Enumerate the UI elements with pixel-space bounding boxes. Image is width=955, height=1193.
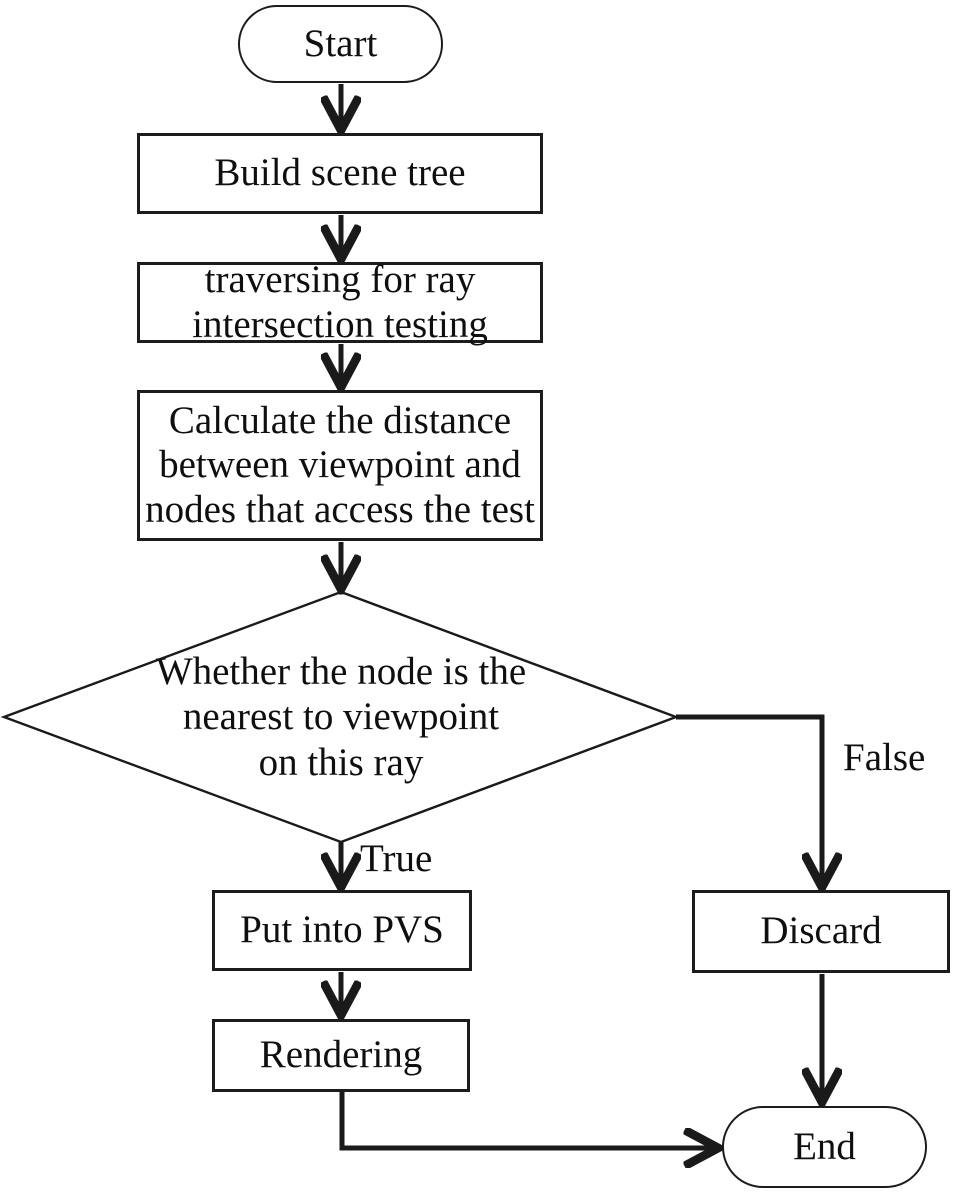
node-traversing-label: traversing for ray intersection testing bbox=[192, 258, 488, 346]
node-end: End bbox=[722, 1106, 927, 1188]
node-traversing: traversing for ray intersection testing bbox=[137, 258, 543, 346]
node-decision-nearest: Whether the node is the nearest to viewp… bbox=[91, 648, 591, 786]
node-decision-nearest-label: Whether the node is the nearest to viewp… bbox=[155, 649, 527, 784]
edge-rendering-to-end bbox=[339, 1092, 715, 1148]
branch-label-false: False bbox=[843, 736, 926, 779]
node-discard: Discard bbox=[692, 890, 950, 973]
node-calculate-distance-label: Calculate the distance between viewpoint… bbox=[145, 398, 535, 531]
node-build-scene-tree: Build scene tree bbox=[137, 133, 543, 214]
edge-decision-false-to-discard bbox=[676, 714, 822, 884]
node-put-into-pvs-label: Put into PVS bbox=[240, 908, 444, 952]
node-end-label: End bbox=[793, 1124, 856, 1168]
node-start-label: Start bbox=[303, 21, 378, 65]
node-start: Start bbox=[238, 5, 443, 83]
node-build-scene-tree-label: Build scene tree bbox=[214, 151, 466, 195]
node-calculate-distance: Calculate the distance between viewpoint… bbox=[137, 390, 543, 541]
node-put-into-pvs: Put into PVS bbox=[212, 890, 472, 971]
node-rendering: Rendering bbox=[212, 1019, 470, 1092]
node-discard-label: Discard bbox=[760, 909, 882, 953]
node-rendering-label: Rendering bbox=[259, 1033, 423, 1077]
branch-label-true: True bbox=[360, 837, 433, 880]
